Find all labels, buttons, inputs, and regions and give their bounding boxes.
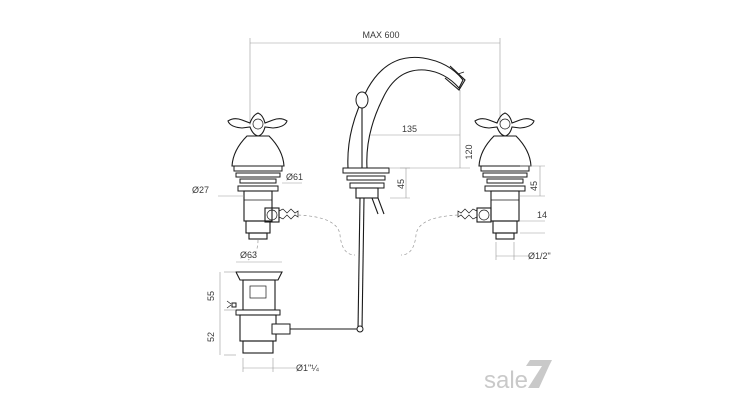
popup-waste: Ø63 55 52 Ø1"¼ <box>206 250 364 373</box>
right-body-height-label: 45 <box>529 181 539 191</box>
shank-diameter-label: Ø27 <box>192 185 209 195</box>
tail-length-label: 14 <box>537 210 547 220</box>
max-width-label: MAX 600 <box>362 30 399 40</box>
left-hose-lower <box>247 239 259 261</box>
spout-reach-label: 135 <box>402 124 417 134</box>
waste-upper-label: 55 <box>206 291 216 301</box>
logo-text: sale <box>484 367 528 394</box>
spout-body-height-label: 45 <box>396 179 406 189</box>
right-hose-dashed <box>400 214 459 256</box>
right-valve: 45 14 Ø1/2" <box>474 112 551 261</box>
brand-logo: sale <box>484 360 552 394</box>
left-hose-connector <box>264 207 299 223</box>
left-hose-dashed <box>297 214 356 256</box>
waste-thread-label: Ø1"¼ <box>296 363 319 373</box>
waste-flange-label: Ø63 <box>240 250 257 260</box>
spout-dimensions: 135 120 45 <box>370 90 474 199</box>
logo-mark-icon <box>526 360 552 388</box>
central-spout <box>342 56 466 331</box>
right-hose-connector <box>457 207 492 223</box>
max-width-dimension: MAX 600 <box>249 30 501 125</box>
spout-height-label: 120 <box>464 144 474 159</box>
thread-right-label: Ø1/2" <box>528 251 551 261</box>
flange-diameter-label: Ø61 <box>286 172 303 182</box>
left-valve: Ø61 Ø27 <box>192 112 303 240</box>
waste-lower-label: 52 <box>206 332 216 342</box>
